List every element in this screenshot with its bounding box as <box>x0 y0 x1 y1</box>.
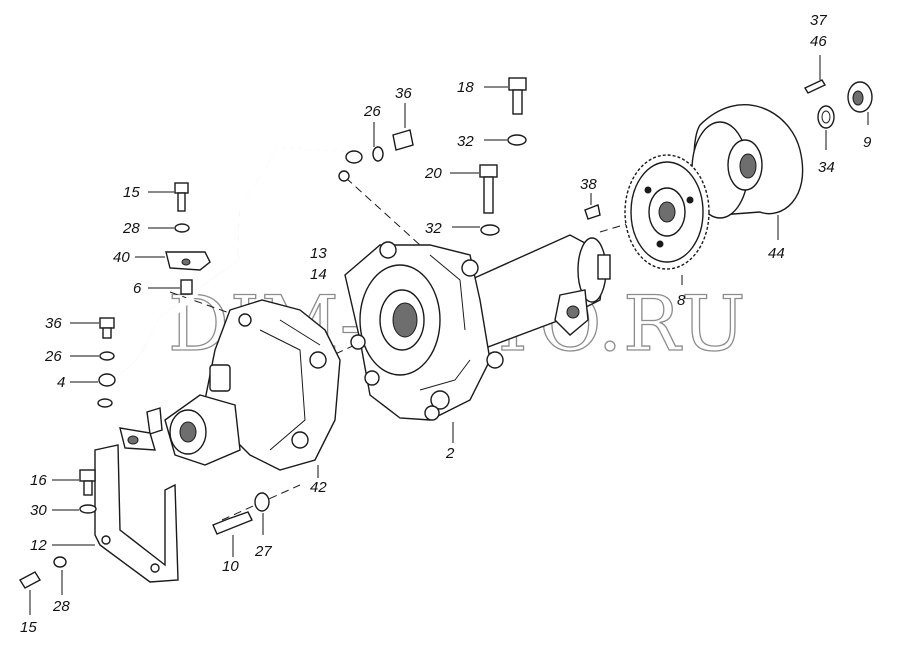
callout-34: 34 <box>818 159 835 176</box>
fuel-pump-part-42 <box>146 299 341 471</box>
callout-30: 30 <box>30 502 47 519</box>
callout-14: 14 <box>310 266 327 283</box>
callout-46: 46 <box>810 33 827 50</box>
clamp-hole <box>181 258 191 266</box>
callout-36a: 36 <box>395 85 412 102</box>
callout-9: 9 <box>863 134 872 151</box>
callout-28b: 28 <box>52 598 70 615</box>
gear-part-8 <box>624 154 710 270</box>
callout-44: 44 <box>768 245 785 262</box>
callout-8: 8 <box>677 292 686 309</box>
callout-15b: 15 <box>20 619 37 636</box>
callout-12: 12 <box>30 537 47 554</box>
callout-36b: 36 <box>45 315 62 332</box>
callout-32b: 32 <box>425 220 442 237</box>
callout-42: 42 <box>310 479 327 496</box>
callout-10: 10 <box>222 558 239 575</box>
leader-lines <box>29 55 869 615</box>
drive-housing-part-2 <box>344 241 504 421</box>
callout-2: 2 <box>445 445 455 462</box>
fuel-pipe <box>98 147 363 387</box>
callout-28a: 28 <box>122 220 140 237</box>
callout-4: 4 <box>57 374 65 391</box>
callout-26b: 26 <box>44 348 62 365</box>
callout-13: 13 <box>310 245 327 262</box>
drive-shaft-housing <box>469 234 611 351</box>
callout-20: 20 <box>424 165 442 182</box>
callout-27: 27 <box>254 543 272 560</box>
fasteners <box>19 77 873 589</box>
callout-37: 37 <box>810 12 827 29</box>
bracket-part-12 <box>94 427 179 583</box>
callout-26a: 26 <box>363 103 381 120</box>
callout-38: 38 <box>580 176 597 193</box>
callout-40: 40 <box>113 249 130 266</box>
callout-6: 6 <box>133 280 142 297</box>
callout-16: 16 <box>30 472 47 489</box>
key-part-38 <box>584 204 601 220</box>
callout-18: 18 <box>457 79 474 96</box>
callout-15a: 15 <box>123 184 140 201</box>
callout-32a: 32 <box>457 133 474 150</box>
callout-labels: 37 46 9 34 44 18 32 20 32 38 8 36 26 13 … <box>20 12 872 636</box>
